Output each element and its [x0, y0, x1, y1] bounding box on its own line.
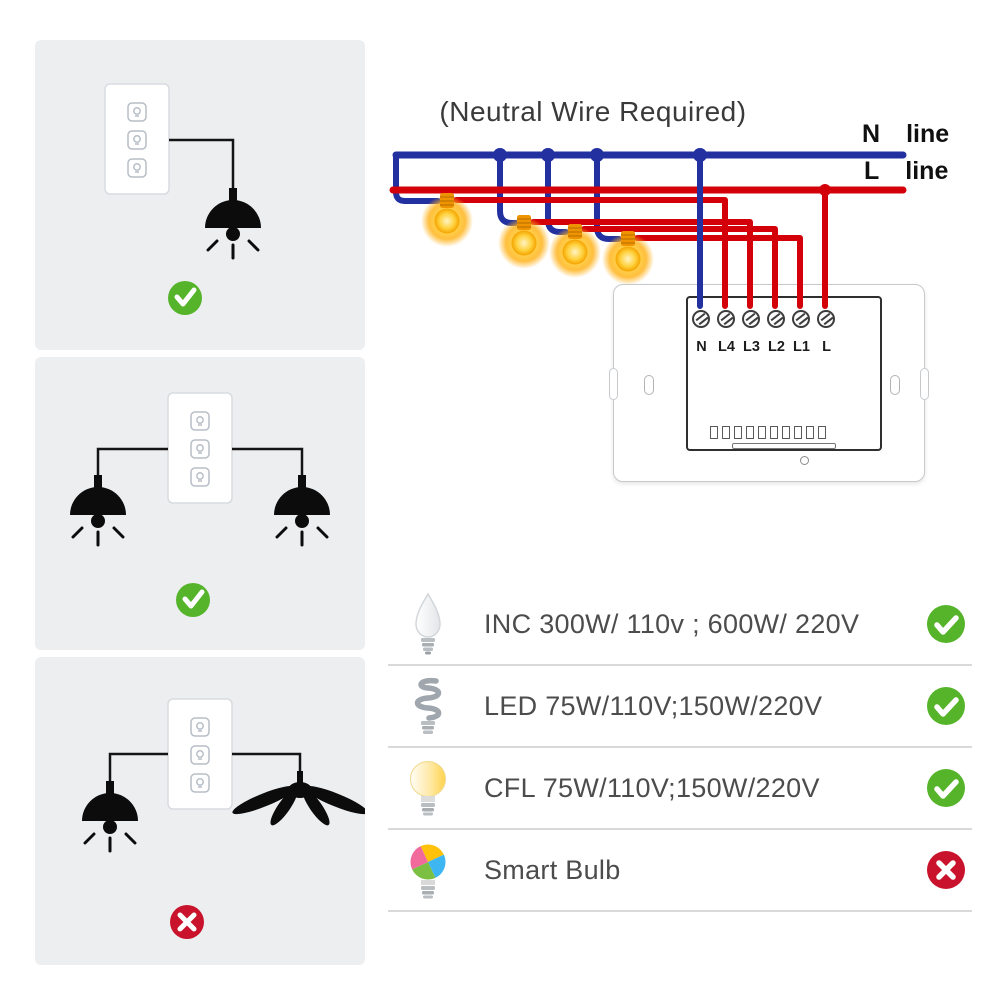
load-wires: [108, 752, 302, 781]
live-junction-dot: [819, 184, 831, 196]
mounting-tab-left: [609, 368, 618, 400]
neutral-line-label: N line: [862, 120, 949, 149]
neutral-wire-note: (Neutral Wire Required): [439, 96, 747, 127]
wired-light-bulbs: [421, 193, 654, 285]
neutral-letter: N: [862, 120, 881, 148]
lamp-wires: [96, 447, 304, 475]
terminal-screw-l4: [717, 310, 735, 328]
single-light-diagram: [104, 83, 261, 315]
ceiling-fan-icon: [232, 771, 365, 826]
neutral-junction-dots: [493, 148, 707, 162]
light-bulb-icon: [602, 231, 654, 285]
wall-switch-icon: [167, 392, 233, 504]
pass-icon: [168, 281, 202, 315]
live-word: line: [905, 157, 949, 185]
live-letter: L: [864, 157, 880, 185]
neutral-branch-wires: [393, 152, 622, 242]
lamp-wire: [169, 138, 235, 188]
plate-hole: [800, 456, 809, 465]
pass-icon: [176, 583, 210, 617]
connector-teeth: [710, 426, 826, 439]
two-lights-diagram: [70, 392, 330, 617]
light-bulb-icon: [498, 215, 550, 269]
spiral-cfl-bulb-icon: [406, 674, 450, 738]
terminal-screw-l1: [792, 310, 810, 328]
terminal-label-l: L: [822, 339, 831, 355]
scenario-panel-two-lights: [35, 357, 365, 650]
compatibility-list: INC 300W/ 110v ; 600W/ 220V LED 75W/110V…: [388, 584, 972, 912]
terminal-screw-n: [692, 310, 710, 328]
terminal-label-l4: L4: [718, 339, 735, 355]
wall-switch-icon: [104, 83, 170, 195]
light-and-fan-diagram: [82, 698, 365, 939]
scenario-panel-single-light: [35, 40, 365, 350]
fail-icon: [926, 851, 966, 889]
incandescent-candle-bulb-icon: [406, 592, 450, 656]
terminal-label-l3: L3: [743, 339, 760, 355]
compatibility-label: LED 75W/110V;150W/220V: [484, 690, 823, 721]
terminal-screw-l3: [742, 310, 760, 328]
pendant-lamp-icon: [82, 781, 138, 853]
terminal-label-l2: L2: [768, 339, 785, 355]
compatibility-label: Smart Bulb: [484, 854, 621, 885]
scenario-panel-light-and-fan: [35, 657, 365, 965]
pendant-lamp-icon: [274, 475, 330, 547]
terminal-labels: N L4 L3 L2 L1 L: [689, 339, 839, 355]
fail-icon: [170, 905, 204, 939]
connector-bar: [732, 443, 836, 449]
mounting-tab-right: [920, 368, 929, 400]
warm-globe-bulb-icon: [406, 756, 450, 820]
light-bulb-icon: [549, 224, 601, 278]
terminal-label-l1: L1: [793, 339, 810, 355]
plate-screw-slot-left: [644, 375, 654, 395]
compatibility-label: CFL 75W/110V;150W/220V: [484, 772, 820, 803]
terminal-label-n: N: [696, 339, 707, 355]
compatibility-label: INC 300W/ 110v ; 600W/ 220V: [484, 608, 860, 639]
compatibility-row-inc: INC 300W/ 110v ; 600W/ 220V: [388, 584, 972, 666]
live-line-label: L line: [864, 157, 948, 186]
pass-icon: [926, 605, 966, 643]
pendant-lamp-icon: [205, 188, 261, 260]
neutral-word: line: [906, 120, 950, 148]
terminal-screw-l2: [767, 310, 785, 328]
smart-switch-device: N L4 L3 L2 L1 L: [609, 284, 929, 482]
pendant-lamp-icon: [70, 475, 126, 547]
plate-screw-slot-right: [890, 375, 900, 395]
pass-icon: [926, 687, 966, 725]
light-bulb-icon: [421, 193, 473, 247]
compatibility-row-cfl: CFL 75W/110V;150W/220V: [388, 748, 972, 830]
compatibility-row-led: LED 75W/110V;150W/220V: [388, 666, 972, 748]
terminal-screw-l: [817, 310, 835, 328]
pass-icon: [926, 769, 966, 807]
smart-color-bulb-icon: [406, 838, 450, 902]
wall-switch-icon: [167, 698, 233, 810]
compatibility-row-smart-bulb: Smart Bulb: [388, 830, 972, 912]
